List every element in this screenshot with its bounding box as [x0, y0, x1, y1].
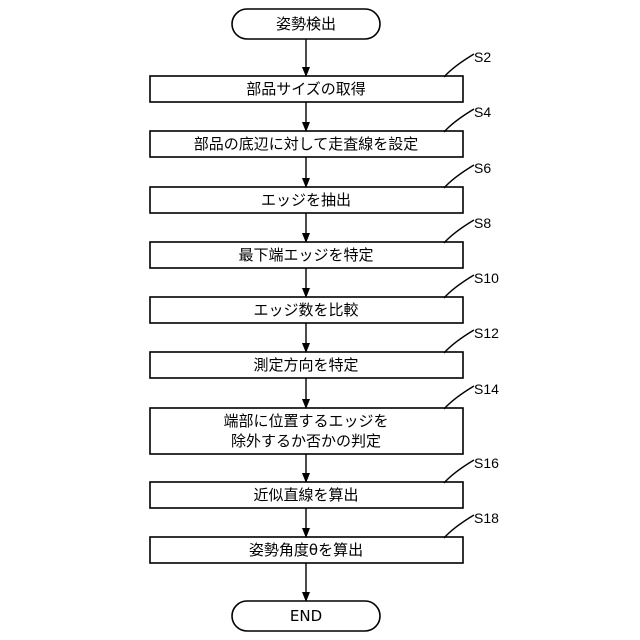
step-leader-line [444, 109, 474, 132]
step-text: 近似直線を算出 [253, 486, 358, 504]
step-leader-line [444, 330, 474, 353]
step-s12: 測定方向を特定 S12 [150, 325, 499, 378]
step-s2: 部品サイズの取得 S2 [150, 49, 491, 102]
step-id-label: S8 [474, 215, 491, 231]
step-id-label: S14 [474, 381, 499, 397]
step-id-label: S16 [474, 455, 499, 471]
step-leader-line [444, 220, 474, 243]
step-leader-line [444, 386, 474, 409]
end-label: END [290, 607, 322, 625]
step-text: エッジを抽出 [261, 191, 351, 209]
start-label: 姿勢検出 [276, 15, 336, 33]
step-leader-line [444, 54, 474, 77]
step-s6: エッジを抽出 S6 [150, 160, 491, 213]
step-s8: 最下端エッジを特定 S8 [150, 215, 491, 268]
step-text: 部品サイズの取得 [246, 80, 366, 98]
step-text: 最下端エッジを特定 [238, 246, 373, 264]
step-id-label: S18 [474, 510, 499, 526]
step-id-label: S10 [474, 270, 499, 286]
step-text: 除外するか否かの判定 [231, 432, 381, 450]
step-leader-line [444, 275, 474, 298]
step-text: 姿勢角度θを算出 [249, 541, 363, 559]
step-leader-line [444, 460, 474, 483]
step-id-label: S2 [474, 49, 491, 65]
process-steps: 部品サイズの取得 S2 部品の底辺に対して走査線を設定 S4 エッジを抽出 S6 最下端エッ… [150, 49, 499, 563]
step-id-label: S4 [474, 104, 491, 120]
end-terminator: END [232, 601, 380, 631]
step-id-label: S12 [474, 325, 499, 341]
step-s14: 端部に位置するエッジを除外するか否かの判定 S14 [150, 381, 499, 454]
step-leader-line [444, 515, 474, 538]
start-terminator: 姿勢検出 [232, 9, 380, 39]
step-id-label: S6 [474, 160, 491, 176]
step-s10: エッジ数を比較 S10 [150, 270, 499, 323]
step-leader-line [444, 165, 474, 188]
step-text: エッジ数を比較 [253, 301, 358, 319]
step-s4: 部品の底辺に対して走査線を設定 S4 [150, 104, 491, 157]
step-text: 測定方向を特定 [253, 356, 358, 374]
step-text: 部品の底辺に対して走査線を設定 [194, 135, 419, 153]
step-s18: 姿勢角度θを算出 S18 [150, 510, 499, 563]
step-text: 端部に位置するエッジを [223, 412, 388, 430]
step-s16: 近似直線を算出 S16 [150, 455, 499, 508]
